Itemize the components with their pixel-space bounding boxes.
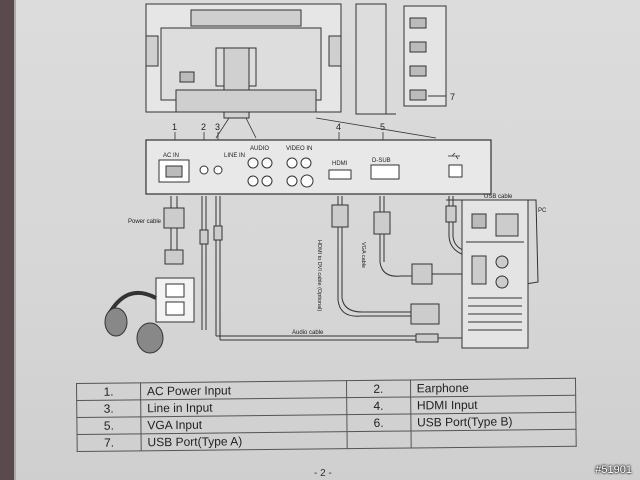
callout-4: 4 <box>336 122 341 132</box>
cable-label-pc: PC <box>538 208 547 214</box>
legend-text: AC Power Input <box>140 380 347 400</box>
cable-label-power: Power cable <box>128 219 162 225</box>
legend-number <box>346 430 411 449</box>
wall-outlet-illustration <box>155 277 195 323</box>
legend-text: HDMI Input <box>410 395 576 414</box>
callout-7: 7 <box>450 92 455 102</box>
port-label-audio: AUDIO <box>250 146 269 152</box>
legend-text: Earphone <box>410 378 576 397</box>
legend-text <box>410 429 577 448</box>
monitor-rear-illustration <box>145 3 342 119</box>
legend-text: VGA Input <box>140 414 347 434</box>
port-label-hdmi: HDMI <box>332 161 348 167</box>
cable-label-usb: USB cable <box>484 194 513 200</box>
port-label-video-in: VIDEO IN <box>286 146 312 152</box>
legend-number: 3. <box>76 399 141 418</box>
callout-1: 1 <box>172 122 177 132</box>
legend-number: 2. <box>346 380 411 398</box>
callout-3: 3 <box>215 122 220 132</box>
callout-5: 5 <box>380 122 385 132</box>
cable-label-vga: VGA cable <box>360 242 366 268</box>
callout-2: 2 <box>201 122 206 132</box>
legend-text: Line in Input <box>140 397 347 417</box>
connection-diagram: 7 1 2 3 4 5 6 <box>104 3 547 354</box>
legend-number: 1. <box>76 382 141 401</box>
legend-number: 5. <box>76 416 141 435</box>
port-label-dsub: D-SUB <box>372 158 391 164</box>
legend-text: USB Port(Type B) <box>410 412 577 431</box>
port-label-ac-in: AC IN <box>163 153 179 159</box>
legend-number: 4. <box>346 396 411 415</box>
usb-icon <box>448 152 460 160</box>
page-number: - 2 - <box>314 468 332 479</box>
legend-table: 1. AC Power Input 2. Earphone 3. Line in… <box>76 378 577 452</box>
port-label-line-in: LINE IN <box>224 153 245 159</box>
port-panel <box>145 139 492 195</box>
manual-page: 7 1 2 3 4 5 6 <box>14 0 640 480</box>
watermark: #51901 <box>595 464 632 476</box>
headphones-illustration <box>104 290 164 354</box>
monitor-side-illustration <box>355 3 447 115</box>
legend-number: 6. <box>346 413 411 432</box>
pc-tower-illustration <box>461 199 529 349</box>
legend-number: 7. <box>77 433 142 452</box>
cable-label-audio: Audio cable <box>292 330 324 336</box>
cable-label-hdmi-dvi: HDMI to DVI cable (Optional) <box>316 240 322 311</box>
legend-text: USB Port(Type A) <box>140 431 347 451</box>
